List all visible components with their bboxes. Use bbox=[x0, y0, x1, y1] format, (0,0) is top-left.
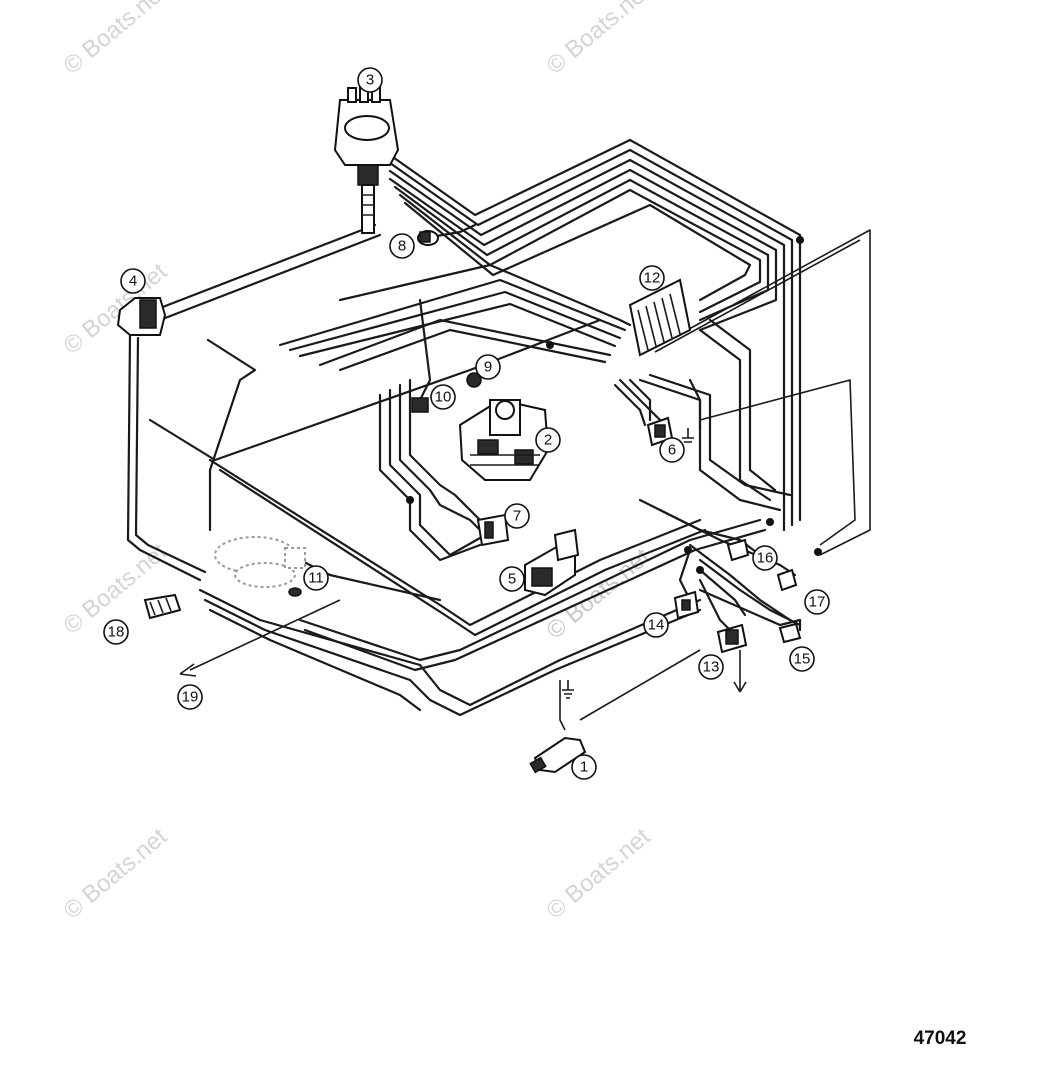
connector-icon bbox=[726, 538, 750, 562]
sender-icon bbox=[466, 372, 482, 388]
ground-icon bbox=[682, 428, 694, 443]
callout-12-label: 12 bbox=[644, 270, 661, 287]
callout-13: 13 bbox=[698, 654, 724, 680]
callout-2-label: 2 bbox=[544, 432, 552, 449]
callout-17-label: 17 bbox=[809, 594, 826, 611]
callout-13-label: 13 bbox=[703, 659, 720, 676]
circuit-breaker-icon bbox=[524, 528, 580, 597]
wire-harness bbox=[126, 138, 871, 731]
junction-dot bbox=[546, 341, 554, 349]
connector-icon bbox=[778, 622, 802, 644]
distributor-icon bbox=[333, 83, 400, 234]
watermark-top-middle: © Boats.net bbox=[542, 0, 656, 80]
junction-dot bbox=[684, 546, 692, 554]
callout-15: 15 bbox=[789, 646, 815, 672]
callout-14-label: 14 bbox=[648, 617, 665, 634]
callout-6: 6 bbox=[659, 437, 685, 463]
circuit-breaker-icon bbox=[716, 623, 748, 654]
callout-4: 4 bbox=[120, 268, 146, 294]
callout-10-label: 10 bbox=[435, 389, 452, 406]
connector-icon bbox=[673, 590, 700, 620]
callout-10: 10 bbox=[430, 384, 456, 410]
junction-dots bbox=[406, 236, 822, 574]
callout-3-label: 3 bbox=[366, 72, 374, 89]
arrow-icon bbox=[179, 663, 197, 677]
carburetor-icon bbox=[458, 398, 550, 481]
callout-19: 19 bbox=[177, 684, 203, 710]
callout-8-label: 8 bbox=[398, 238, 406, 255]
connector-icon bbox=[776, 568, 798, 592]
callout-9: 9 bbox=[475, 354, 501, 380]
callout-1-label: 1 bbox=[580, 759, 588, 776]
connector-icon bbox=[628, 278, 692, 357]
watermark-bottom-middle: © Boats.net bbox=[542, 823, 656, 925]
callout-12: 12 bbox=[639, 265, 665, 291]
connector-icon bbox=[143, 593, 182, 620]
callout-18-label: 18 bbox=[108, 624, 125, 641]
callout-15-label: 15 bbox=[794, 651, 811, 668]
figure-number: 47042 bbox=[913, 1028, 967, 1049]
sender-icon bbox=[411, 397, 429, 413]
callout-19-label: 19 bbox=[182, 689, 199, 706]
callout-8: 8 bbox=[389, 233, 415, 259]
junction-dot bbox=[766, 518, 774, 526]
callout-3: 3 bbox=[357, 67, 383, 93]
callout-16: 16 bbox=[752, 545, 778, 571]
ignition-coil-icon bbox=[116, 297, 167, 336]
callout-2: 2 bbox=[535, 427, 561, 453]
callout-1: 1 bbox=[571, 754, 597, 780]
alternator-icon bbox=[214, 536, 306, 588]
callout-9-label: 9 bbox=[484, 359, 492, 376]
watermark-top-left: © Boats.net bbox=[59, 0, 173, 80]
watermark-bottom-left: © Boats.net bbox=[59, 823, 173, 925]
callout-6-label: 6 bbox=[668, 442, 676, 459]
junction-dot bbox=[814, 548, 822, 556]
callout-5: 5 bbox=[499, 566, 525, 592]
callout-7: 7 bbox=[504, 503, 530, 529]
starter-icon bbox=[288, 587, 302, 597]
junction-dot bbox=[796, 236, 804, 244]
ground-icon bbox=[562, 680, 574, 699]
callout-11-label: 11 bbox=[308, 570, 324, 587]
callout-18: 18 bbox=[103, 619, 129, 645]
callout-5-label: 5 bbox=[508, 571, 516, 588]
callout-4-label: 4 bbox=[129, 273, 137, 290]
callout-7-label: 7 bbox=[513, 508, 521, 525]
callout-16-label: 16 bbox=[757, 550, 774, 567]
junction-dot bbox=[696, 566, 704, 574]
callout-11: 11 bbox=[303, 565, 329, 591]
sender-icon bbox=[529, 736, 587, 774]
connector-icon bbox=[476, 513, 510, 547]
sender-icon bbox=[417, 230, 439, 246]
callout-17: 17 bbox=[804, 589, 830, 615]
junction-dot bbox=[406, 496, 414, 504]
callout-14: 14 bbox=[643, 612, 669, 638]
arrow-icon bbox=[733, 681, 747, 693]
